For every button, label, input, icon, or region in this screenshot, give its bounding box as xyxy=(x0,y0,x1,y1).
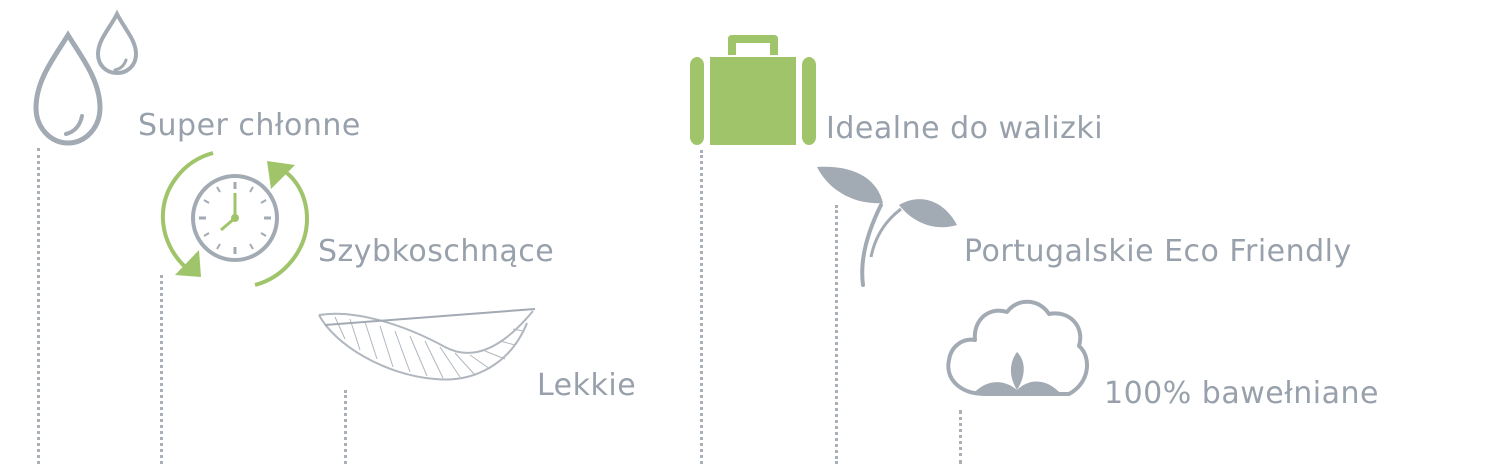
sprout-icon xyxy=(817,166,957,287)
water-drops-icon xyxy=(33,9,139,146)
dotted-line xyxy=(344,390,347,464)
dotted-line xyxy=(959,410,962,464)
dotted-line xyxy=(700,150,703,464)
dotted-line xyxy=(160,275,163,464)
suitcase-icon xyxy=(690,35,816,145)
clock-arrows-icon xyxy=(160,151,310,287)
dotted-line xyxy=(37,148,40,464)
feature-label: Lekkie xyxy=(537,368,637,403)
dotted-line xyxy=(835,205,838,464)
feature-label: 100% bawełniane xyxy=(1104,376,1379,411)
feature-label: Portugalskie Eco Friendly xyxy=(964,234,1352,269)
feature-label: Idealne do walizki xyxy=(826,111,1104,146)
feather-icon xyxy=(318,308,536,381)
feature-label: Super chłonne xyxy=(138,108,361,143)
cotton-flower-icon xyxy=(946,299,1090,396)
feature-label: Szybkoschnące xyxy=(318,234,555,269)
